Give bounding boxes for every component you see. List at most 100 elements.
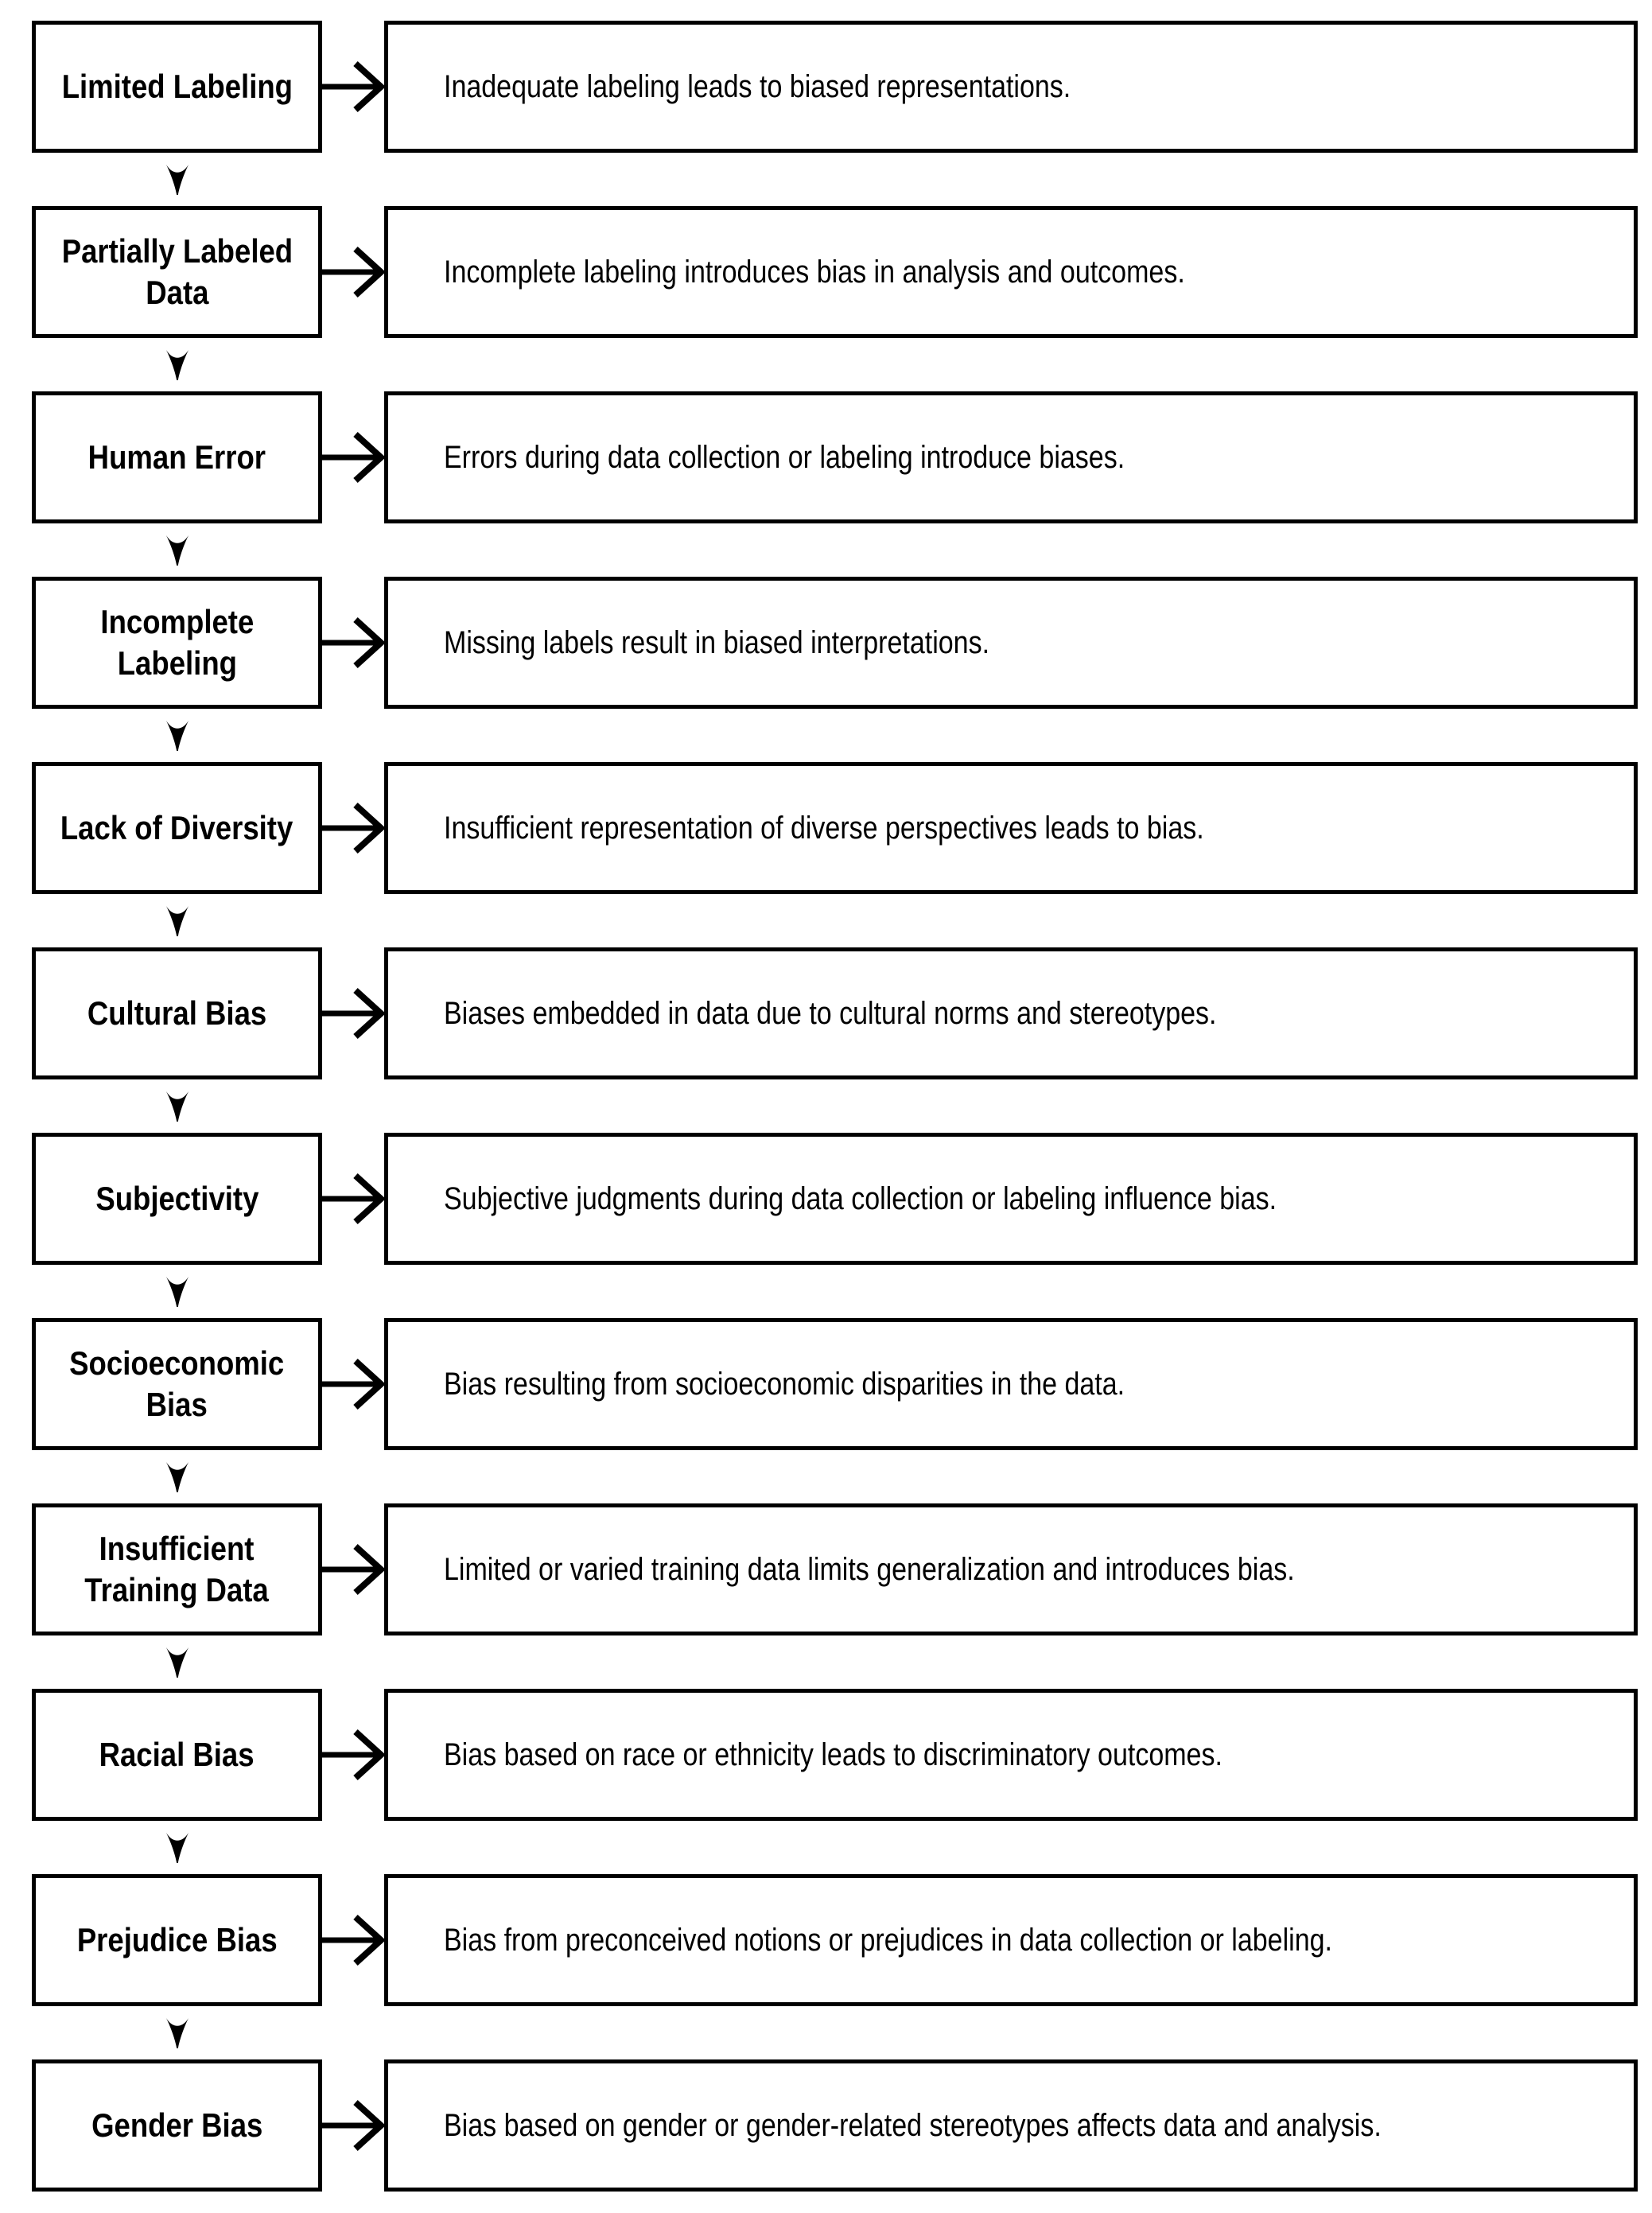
- connector-zone: [32, 709, 1652, 762]
- right-arrow-icon: [322, 61, 384, 112]
- down-arrow-icon: [166, 905, 189, 936]
- connector-zone: [32, 153, 1652, 206]
- description-label: Bias from preconceived notions or prejud…: [444, 1922, 1332, 1958]
- term-label: Racial Bias: [99, 1735, 255, 1773]
- description-label: Limited or varied training data limits g…: [444, 1551, 1295, 1587]
- right-arrow-icon: [322, 2100, 384, 2151]
- flow-row-group: Limited Labeling Inadequate labeling lea…: [32, 21, 1652, 206]
- term-label: Cultural Bias: [87, 994, 267, 1032]
- term-label: Human Error: [87, 438, 266, 476]
- down-arrow-icon: [166, 1461, 189, 1492]
- connector-zone: [32, 2006, 1652, 2059]
- flow-row-group: Insufficient Training Data Limited or va…: [32, 1503, 1652, 1689]
- connector-zone: [32, 338, 1652, 391]
- right-arrow-icon: [322, 1359, 384, 1410]
- connector-zone: [32, 894, 1652, 947]
- flow-row: Gender Bias Bias based on gender or gend…: [32, 2059, 1652, 2192]
- down-arrow-icon: [166, 349, 189, 380]
- down-arrow-icon: [166, 2017, 189, 2048]
- right-arrow-icon: [322, 803, 384, 854]
- connector-zone: [32, 1079, 1652, 1133]
- description-box: Limited or varied training data limits g…: [384, 1503, 1638, 1635]
- right-arrow-icon: [322, 1544, 384, 1595]
- term-label: Insufficient Training Data: [84, 1529, 270, 1609]
- description-label: Bias based on race or ethnicity leads to…: [444, 1737, 1222, 1772]
- term-label: Partially Labeled Data: [61, 231, 293, 312]
- down-arrow-icon: [166, 1276, 189, 1307]
- description-label: Missing labels result in biased interpre…: [444, 624, 990, 660]
- term-box: Lack of Diversity: [32, 762, 322, 894]
- term-label: Lack of Diversity: [60, 808, 293, 846]
- flow-row: Insufficient Training Data Limited or va…: [32, 1503, 1652, 1635]
- description-label: Errors during data collection or labelin…: [444, 439, 1125, 475]
- description-box: Bias resulting from socioeconomic dispar…: [384, 1318, 1638, 1450]
- description-label: Bias resulting from socioeconomic dispar…: [444, 1366, 1125, 1402]
- description-label: Insufficient representation of diverse p…: [444, 810, 1204, 846]
- connector-zone: [32, 1635, 1652, 1689]
- right-arrow-icon: [322, 1915, 384, 1966]
- term-label: Subjectivity: [95, 1179, 259, 1217]
- term-box: Gender Bias: [32, 2059, 322, 2192]
- description-box: Incomplete labeling introduces bias in a…: [384, 206, 1638, 338]
- connector-zone: [32, 1450, 1652, 1503]
- flow-row-group: Lack of Diversity Insufficient represent…: [32, 762, 1652, 947]
- term-box: Limited Labeling: [32, 21, 322, 153]
- description-box: Inadequate labeling leads to biased repr…: [384, 21, 1638, 153]
- down-arrow-icon: [166, 535, 189, 566]
- description-label: Inadequate labeling leads to biased repr…: [444, 68, 1071, 104]
- description-box: Bias from preconceived notions or prejud…: [384, 1874, 1638, 2006]
- term-box: Incomplete Labeling: [32, 577, 322, 709]
- term-label: Incomplete Labeling: [100, 602, 254, 683]
- flow-row-group: Gender Bias Bias based on gender or gend…: [32, 2059, 1652, 2192]
- flow-row: Lack of Diversity Insufficient represent…: [32, 762, 1652, 894]
- description-box: Biases embedded in data due to cultural …: [384, 947, 1638, 1079]
- term-box: Human Error: [32, 391, 322, 523]
- flow-row: Socioeconomic Bias Bias resulting from s…: [32, 1318, 1652, 1450]
- term-box: Subjectivity: [32, 1133, 322, 1265]
- connector-zone: [32, 1265, 1652, 1318]
- right-arrow-icon: [322, 432, 384, 483]
- flow-row: Subjectivity Subjective judgments during…: [32, 1133, 1652, 1265]
- description-box: Missing labels result in biased interpre…: [384, 577, 1638, 709]
- down-arrow-icon: [166, 720, 189, 751]
- flow-row-group: Socioeconomic Bias Bias resulting from s…: [32, 1318, 1652, 1503]
- term-box: Insufficient Training Data: [32, 1503, 322, 1635]
- term-label: Gender Bias: [91, 2106, 263, 2144]
- flow-row-group: Prejudice Bias Bias from preconceived no…: [32, 1874, 1652, 2059]
- right-arrow-icon: [322, 988, 384, 1039]
- description-label: Incomplete labeling introduces bias in a…: [444, 254, 1185, 290]
- flow-row: Limited Labeling Inadequate labeling lea…: [32, 21, 1652, 153]
- description-label: Biases embedded in data due to cultural …: [444, 995, 1217, 1031]
- down-arrow-icon: [166, 164, 189, 195]
- connector-zone: [32, 523, 1652, 577]
- flow-row: Human Error Errors during data collectio…: [32, 391, 1652, 523]
- flow-row: Racial Bias Bias based on race or ethnic…: [32, 1689, 1652, 1821]
- flow-row: Prejudice Bias Bias from preconceived no…: [32, 1874, 1652, 2006]
- flow-row-group: Racial Bias Bias based on race or ethnic…: [32, 1689, 1652, 1874]
- description-box: Bias based on race or ethnicity leads to…: [384, 1689, 1638, 1821]
- term-label: Socioeconomic Bias: [69, 1344, 285, 1424]
- right-arrow-icon: [322, 247, 384, 298]
- description-box: Subjective judgments during data collect…: [384, 1133, 1638, 1265]
- flow-row: Cultural Bias Biases embedded in data du…: [32, 947, 1652, 1079]
- description-box: Bias based on gender or gender-related s…: [384, 2059, 1638, 2192]
- description-box: Errors during data collection or labelin…: [384, 391, 1638, 523]
- right-arrow-icon: [322, 1173, 384, 1224]
- description-label: Bias based on gender or gender-related s…: [444, 2107, 1382, 2143]
- term-label: Prejudice Bias: [76, 1920, 278, 1958]
- flow-row-group: Partially Labeled Data Incomplete labeli…: [32, 206, 1652, 391]
- flow-row: Partially Labeled Data Incomplete labeli…: [32, 206, 1652, 338]
- down-arrow-icon: [166, 1647, 189, 1678]
- right-arrow-icon: [322, 617, 384, 668]
- flow-row-group: Human Error Errors during data collectio…: [32, 391, 1652, 577]
- down-arrow-icon: [166, 1832, 189, 1863]
- term-box: Racial Bias: [32, 1689, 322, 1821]
- flow-row-group: Incomplete Labeling Missing labels resul…: [32, 577, 1652, 762]
- term-box: Partially Labeled Data: [32, 206, 322, 338]
- term-box: Cultural Bias: [32, 947, 322, 1079]
- term-box: Prejudice Bias: [32, 1874, 322, 2006]
- description-box: Insufficient representation of diverse p…: [384, 762, 1638, 894]
- right-arrow-icon: [322, 1729, 384, 1780]
- term-box: Socioeconomic Bias: [32, 1318, 322, 1450]
